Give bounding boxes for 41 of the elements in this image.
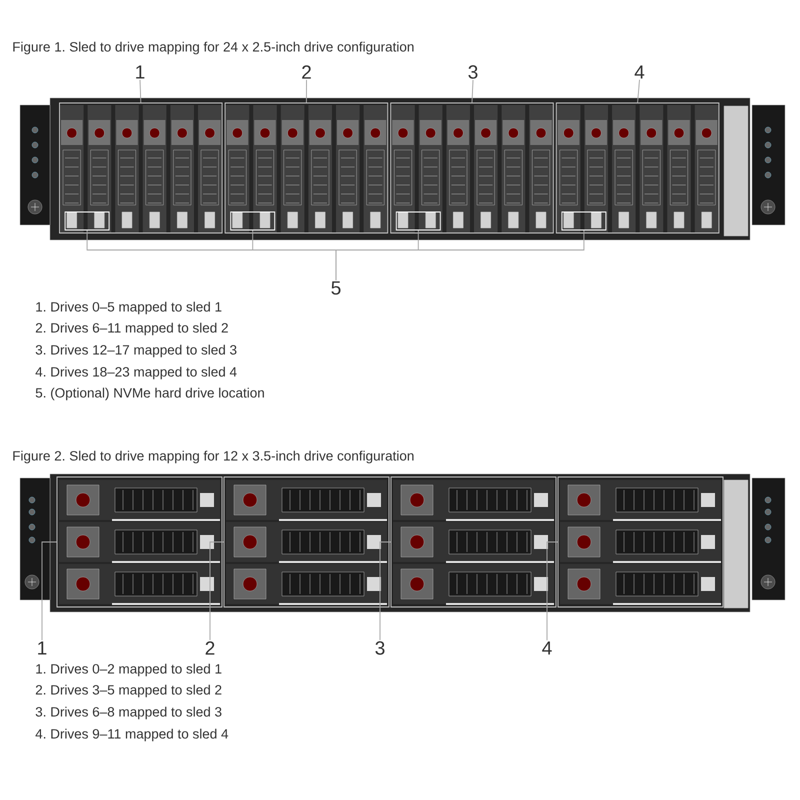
list-item: 5. (Optional) NVMe hard drive location [36,388,264,400]
callout-number: 4 [634,65,644,79]
leader-line [472,79,474,103]
leader-line [42,542,57,641]
sled-outline [56,476,222,608]
list-item: 4. Drives 18–23 mapped to sled 4 [36,366,237,380]
leader-line [306,79,307,103]
leader-line [380,542,391,641]
callout-number: 3 [468,65,478,79]
drive-group-outline [224,102,388,234]
list-item: 2. Drives 6–11 mapped to sled 2 [36,322,228,336]
list-item: 3. Drives 12–17 mapped to sled 3 [36,344,236,358]
drive-group-outline [59,102,223,234]
list-item: 1. Drives 0–5 mapped to sled 1 [36,302,222,314]
sled-outline [558,476,724,608]
callout-number: 1 [38,641,46,655]
figure-caption: Figure 2. Sled to drive mapping for 12 x 3.5-inch drive configuration [13,450,414,464]
callout-number: 2 [206,641,214,655]
figure-caption: Figure 1. Sled to drive mapping for 24 x 2.5-inch drive configuration [13,42,414,54]
leader-line [336,230,584,281]
drive-slot-outline [396,212,441,230]
callout-number: 1 [136,65,144,79]
list-item: 1. Drives 0–2 mapped to sled 1 [36,664,222,676]
leader-line [140,79,142,103]
drive-slot-outline [561,212,606,230]
leader-line [210,542,224,641]
callout-number: 4 [542,641,552,655]
leader-line [637,79,640,103]
list-item: 2. Drives 3–5 mapped to sled 2 [36,684,222,698]
sled-outline [390,476,556,608]
drive-group-outline [556,102,720,234]
drive-slot-outline [64,212,110,230]
sled-outline [224,476,390,608]
leader-line [546,542,558,641]
callout-number: 2 [302,65,311,79]
drive-slot-outline [230,212,276,230]
list-item: 3. Drives 6–8 mapped to sled 3 [36,706,222,720]
callout-number: 3 [375,641,384,655]
drive-group-outline [390,102,554,234]
callout-number: 5 [331,281,340,295]
list-item: 4. Drives 9–11 mapped to sled 4 [36,728,228,742]
